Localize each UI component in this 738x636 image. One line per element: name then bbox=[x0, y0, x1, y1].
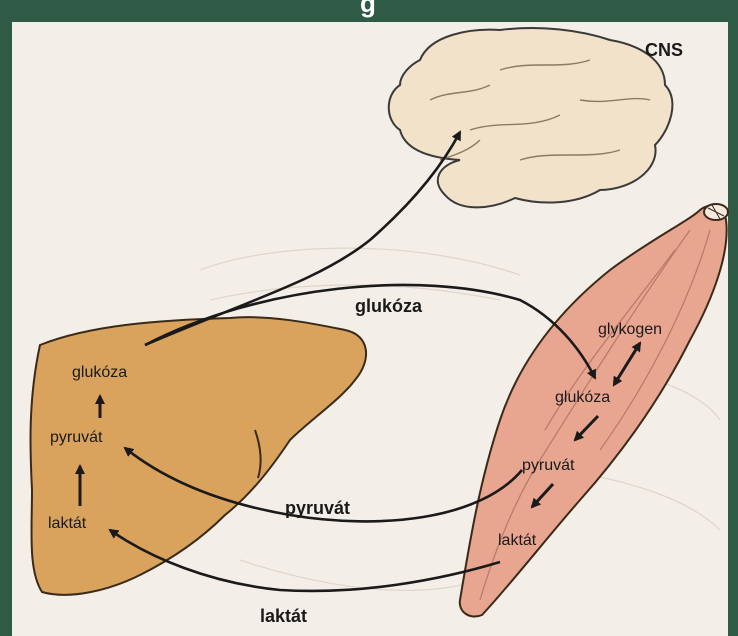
flow-pyruvat-label: pyruvát bbox=[285, 498, 350, 518]
liver-glukoza-label: glukóza bbox=[72, 364, 127, 381]
liver-pyruvat-label: pyruvát bbox=[50, 429, 103, 446]
liver-laktat-label: laktát bbox=[48, 515, 87, 532]
brain-icon bbox=[389, 28, 673, 207]
cns-label: CNS bbox=[645, 40, 683, 60]
flow-glukoza-label: glukóza bbox=[355, 296, 423, 316]
muscle-glykogen-label: glykogen bbox=[598, 321, 662, 338]
muscle-glukoza-label: glukóza bbox=[555, 389, 610, 406]
liver-icon bbox=[30, 317, 366, 595]
flow-laktat-label: laktát bbox=[260, 606, 307, 626]
muscle-icon bbox=[460, 204, 728, 617]
muscle-laktat-label: laktát bbox=[498, 532, 537, 549]
muscle-pyruvat-label: pyruvát bbox=[522, 457, 575, 474]
